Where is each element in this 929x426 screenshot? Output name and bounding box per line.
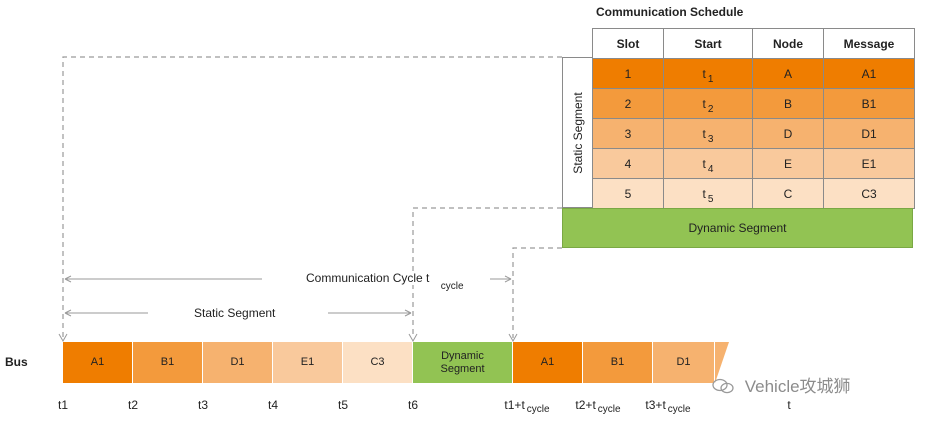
bus-continuation-tip: [715, 342, 729, 383]
start-subscript: 4: [707, 163, 714, 175]
header-message: Message: [823, 28, 915, 59]
slot-cell: 4: [592, 148, 664, 179]
tick-main: t: [787, 398, 791, 412]
watermark-text: Vehicle攻城狮: [744, 377, 851, 396]
header-node: Node: [752, 28, 824, 59]
schedule-title: Communication Schedule: [596, 5, 744, 19]
bus-slot-label: A1: [90, 356, 105, 368]
tick-main: t1+t: [504, 398, 525, 412]
bus-slot-label: B1: [160, 356, 175, 368]
bus-slot-label: D1: [676, 356, 691, 368]
message-cell: D1: [823, 118, 915, 149]
time-tick-label: t2: [128, 398, 138, 412]
tick-main: t1: [57, 398, 69, 412]
start-main: t: [702, 96, 706, 111]
bus-slot: E1: [273, 342, 343, 383]
message-cell: C3: [823, 178, 915, 209]
tick-subscript: cycle: [667, 404, 691, 415]
watermark: Vehicle攻城狮: [712, 372, 851, 397]
communication-cycle-label: Communication Cycle t cycle: [306, 271, 464, 292]
node-cell: C: [752, 178, 824, 209]
bus-slot-label: B1: [610, 356, 625, 368]
start-subscript: 5: [707, 193, 714, 205]
tick-main: t2: [127, 398, 139, 412]
start-subscript: 2: [707, 103, 714, 115]
dynamic-segment-text: Dynamic Segment: [688, 221, 787, 235]
time-tick-label: t: [787, 398, 790, 412]
bus-slot: A1: [63, 342, 133, 383]
dynamic-segment-bar: Dynamic Segment: [562, 208, 913, 248]
dynamic-end-connector: [512, 247, 562, 338]
tick-main: t4: [267, 398, 279, 412]
wechat-icon: [712, 378, 734, 394]
start-main: t: [702, 186, 706, 201]
bus-slot-label: E1: [300, 356, 315, 368]
message-cell: A1: [823, 58, 915, 89]
tick-subscript: cycle: [526, 404, 550, 415]
bus-slot: D1: [203, 342, 273, 383]
bus-slot-label: A1: [540, 356, 555, 368]
tick-main: t3+t: [645, 398, 666, 412]
start-main: t: [702, 156, 706, 171]
start-main: t: [702, 66, 706, 81]
bus-slot-label: D1: [230, 356, 245, 368]
start-subscript: 3: [707, 133, 714, 145]
bus-slot: C3: [343, 342, 413, 383]
time-tick-label: t3: [198, 398, 208, 412]
bus-label: Bus: [5, 355, 28, 369]
start-subscript: 1: [707, 73, 714, 85]
node-cell: A: [752, 58, 824, 89]
bus-slot: B1: [133, 342, 203, 383]
tick-main: t5: [337, 398, 349, 412]
time-tick-label: t5: [338, 398, 348, 412]
bus-slot: D1: [653, 342, 715, 383]
tick-main: t2+t: [575, 398, 596, 412]
tick-subscript: cycle: [597, 404, 621, 415]
cycle-label-main: Communication Cycle t: [306, 271, 430, 285]
static-start-connector: [62, 56, 562, 338]
time-tick-label: t1: [58, 398, 68, 412]
header-start: Start: [663, 28, 753, 59]
bus-slot: A1: [513, 342, 583, 383]
start-main: t: [702, 126, 706, 141]
tick-main: t3: [197, 398, 209, 412]
bus-slot: B1: [583, 342, 653, 383]
tick-main: t6: [407, 398, 419, 412]
bus-slot-label: Dynamic Segment: [440, 349, 485, 375]
slot-cell: 1: [592, 58, 664, 89]
time-tick-label: t4: [268, 398, 278, 412]
static-segment-label: Static Segment: [194, 306, 276, 320]
table-header-row: Slot Start Node Message: [592, 28, 915, 59]
cycle-label-sub: cycle: [440, 281, 464, 292]
bus-slot-label: C3: [370, 356, 385, 368]
dynamic-start-connector: [412, 207, 562, 338]
bus-dynamic-segment: Dynamic Segment: [413, 342, 513, 383]
static-segment-vertical-label: Static Segment: [562, 57, 593, 208]
time-tick-label: t6: [408, 398, 418, 412]
